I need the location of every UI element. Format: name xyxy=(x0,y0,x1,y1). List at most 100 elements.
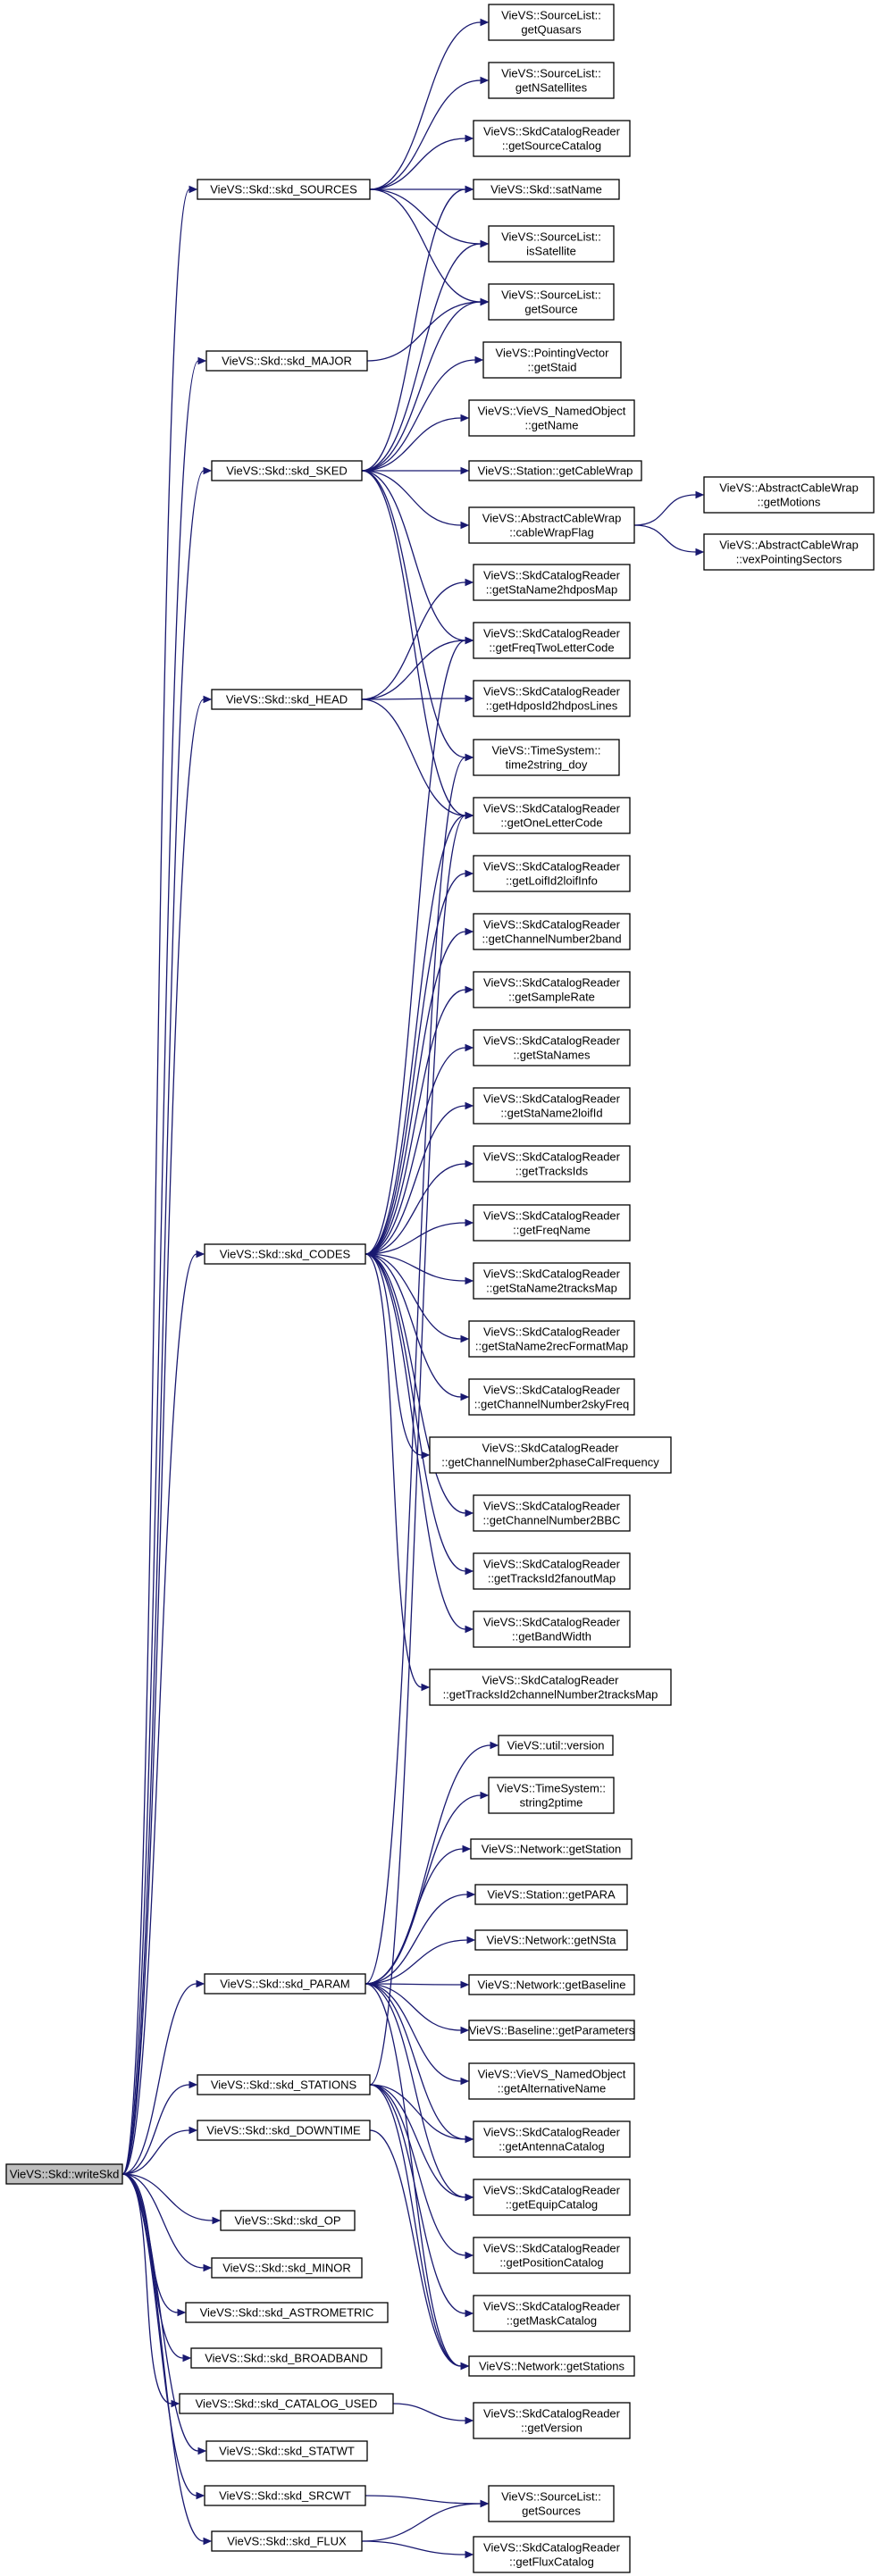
function-node-getchannelnumber2bbc[interactable]: VieVS::SkdCatalogReader::getChannelNumbe… xyxy=(473,1494,631,1532)
call-edge xyxy=(369,2084,474,2318)
function-node-getantennacatalog[interactable]: VieVS::SkdCatalogReader::getAntennaCatal… xyxy=(473,2120,631,2158)
node-label: VieVS::SkdCatalogReader xyxy=(483,1209,621,1223)
node-label: VieVS::SkdCatalogReader xyxy=(483,1616,621,1629)
function-node-skd-head[interactable]: VieVS::Skd::skd_HEAD xyxy=(211,689,363,710)
function-node-vexpointingsectors[interactable]: VieVS::AbstractCableWrap::vexPointingSec… xyxy=(703,533,875,571)
function-node-getequipcatalog[interactable]: VieVS::SkdCatalogReader::getEquipCatalog xyxy=(473,2179,631,2216)
function-node-getstaname2recformatmap[interactable]: VieVS::SkdCatalogReader::getStaName2recF… xyxy=(468,1320,635,1358)
function-node-getparameters[interactable]: VieVS::Baseline::getParameters xyxy=(468,2020,635,2041)
function-node-getloifid2loifinfo[interactable]: VieVS::SkdCatalogReader::getLoifId2loifI… xyxy=(473,855,631,892)
node-label: ::getStaid xyxy=(528,361,577,374)
node-label: VieVS::SkdCatalogReader xyxy=(482,1442,620,1455)
function-node-getquasars[interactable]: VieVS::SourceList::getQuasars xyxy=(488,4,615,41)
function-node-skd-catalog-used[interactable]: VieVS::Skd::skd_CATALOG_USED xyxy=(179,2393,394,2414)
node-label: VieVS::util::version xyxy=(507,1739,605,1752)
function-node-getfreqname[interactable]: VieVS::SkdCatalogReader::getFreqName xyxy=(473,1204,631,1242)
function-node-getonelettercode[interactable]: VieVS::SkdCatalogReader::getOneLetterCod… xyxy=(473,797,631,834)
function-node-getsourcecatalog[interactable]: VieVS::SkdCatalogReader::getSourceCatalo… xyxy=(473,120,631,157)
function-node-getalternativename[interactable]: VieVS::VieVS_NamedObject::getAlternative… xyxy=(468,2062,635,2100)
function-node-skd-minor[interactable]: VieVS::Skd::skd_MINOR xyxy=(211,2257,363,2279)
function-node-gettracksid2channelnumber2tracksmap[interactable]: VieVS::SkdCatalogReader::getTracksId2cha… xyxy=(429,1669,672,1706)
node-box xyxy=(473,2536,631,2573)
function-node-skd-param[interactable]: VieVS::Skd::skd_PARAM xyxy=(204,1973,366,1995)
node-box xyxy=(468,2355,635,2377)
function-node-getchannelnumber2skyfreq[interactable]: VieVS::SkdCatalogReader::getChannelNumbe… xyxy=(468,1378,635,1416)
function-node-skd-astrometric[interactable]: VieVS::Skd::skd_ASTROMETRIC xyxy=(185,2302,389,2323)
function-node-gethdposid2hdposlines[interactable]: VieVS::SkdCatalogReader::getHdposId2hdpo… xyxy=(473,680,631,717)
function-node-skd-broadband[interactable]: VieVS::Skd::skd_BROADBAND xyxy=(190,2347,382,2369)
function-node-getcablewrap[interactable]: VieVS::Station::getCableWrap xyxy=(468,460,642,481)
function-node-skd-srcwt[interactable]: VieVS::Skd::skd_SRCWT xyxy=(204,2485,366,2506)
function-node-getpositioncatalog[interactable]: VieVS::SkdCatalogReader::getPositionCata… xyxy=(473,2237,631,2274)
node-label: VieVS::AbstractCableWrap xyxy=(482,512,622,525)
function-node-getname[interactable]: VieVS::VieVS_NamedObject::getName xyxy=(468,399,635,437)
call-edge xyxy=(633,524,705,556)
function-node-gettracksids[interactable]: VieVS::SkdCatalogReader::getTracksIds xyxy=(473,1145,631,1183)
function-node-getversion[interactable]: VieVS::SkdCatalogReader::getVersion xyxy=(473,2402,631,2439)
function-node-getpara[interactable]: VieVS::Station::getPARA xyxy=(474,1884,628,1905)
function-node-getstation[interactable]: VieVS::Network::getStation xyxy=(470,1838,633,1860)
node-label: VieVS::SourceList:: xyxy=(501,9,601,22)
function-node-getstaname2hdposmap[interactable]: VieVS::SkdCatalogReader::getStaName2hdpo… xyxy=(473,564,631,601)
function-node-getmotions[interactable]: VieVS::AbstractCableWrap::getMotions xyxy=(703,476,875,514)
function-node-skd-codes[interactable]: VieVS::Skd::skd_CODES xyxy=(204,1243,366,1265)
function-node-skd-statwt[interactable]: VieVS::Skd::skd_STATWT xyxy=(205,2440,368,2462)
function-node-getchannelnumber2band[interactable]: VieVS::SkdCatalogReader::getChannelNumbe… xyxy=(473,913,631,950)
call-edge xyxy=(361,698,474,820)
function-node-getsources[interactable]: VieVS::SourceList::getSources xyxy=(488,2485,615,2522)
function-node-skd-op[interactable]: VieVS::Skd::skd_OP xyxy=(220,2210,356,2231)
function-node-issatellite[interactable]: VieVS::SourceList::isSatellite xyxy=(488,225,615,263)
node-box xyxy=(473,1087,631,1125)
node-label: VieVS::Skd::skd_STATWT xyxy=(219,2445,355,2458)
function-node-cablewrapflag[interactable]: VieVS::AbstractCableWrap::cableWrapFlag xyxy=(468,506,635,544)
function-node-getsamplerate[interactable]: VieVS::SkdCatalogReader::getSampleRate xyxy=(473,971,631,1008)
call-edge xyxy=(369,811,474,2086)
node-label: VieVS::SkdCatalogReader xyxy=(483,685,621,698)
node-label: ::getChannelNumber2band xyxy=(482,933,621,946)
function-node-getsource[interactable]: VieVS::SourceList::getSource xyxy=(488,283,615,321)
function-node-getfluxcatalog[interactable]: VieVS::SkdCatalogReader::getFluxCatalog xyxy=(473,2536,631,2573)
node-box xyxy=(468,1378,635,1416)
node-box xyxy=(703,476,875,514)
node-box xyxy=(473,797,631,834)
function-node-version[interactable]: VieVS::util::version xyxy=(498,1735,614,1756)
function-node-string2ptime[interactable]: VieVS::TimeSystem::string2ptime xyxy=(488,1777,615,1814)
function-node-gettracksid2fanoutmap[interactable]: VieVS::SkdCatalogReader::getTracksId2fan… xyxy=(473,1552,631,1590)
function-node-satname[interactable]: VieVS::Skd::satName xyxy=(473,179,620,200)
node-label: VieVS::SkdCatalogReader xyxy=(483,627,621,640)
node-label: VieVS::SkdCatalogReader xyxy=(483,2541,621,2555)
function-node-skd-flux[interactable]: VieVS::Skd::skd_FLUX xyxy=(211,2530,363,2552)
call-edge xyxy=(365,1791,490,1985)
node-box xyxy=(220,2210,356,2231)
function-node-skd-sked[interactable]: VieVS::Skd::skd_SKED xyxy=(211,460,363,481)
node-box xyxy=(5,2163,123,2185)
function-node-getfreqtwolettercode[interactable]: VieVS::SkdCatalogReader::getFreqTwoLette… xyxy=(473,622,631,659)
node-box xyxy=(473,1494,631,1532)
function-node-writeskd[interactable]: VieVS::Skd::writeSkd xyxy=(5,2163,123,2185)
function-node-getbandwidth[interactable]: VieVS::SkdCatalogReader::getBandWidth xyxy=(473,1610,631,1648)
node-box xyxy=(468,2020,635,2041)
function-node-skd-downtime[interactable]: VieVS::Skd::skd_DOWNTIME xyxy=(197,2120,371,2141)
function-node-getstaid[interactable]: VieVS::PointingVector::getStaid xyxy=(482,341,622,379)
function-node-time2string-doy[interactable]: VieVS::TimeSystem::time2string_doy xyxy=(473,739,620,776)
call-edge xyxy=(365,1890,476,1985)
function-node-getstations[interactable]: VieVS::Network::getStations xyxy=(468,2355,635,2377)
call-edge xyxy=(361,185,474,472)
call-edge xyxy=(122,2173,213,2272)
function-node-getnsta[interactable]: VieVS::Network::getNSta xyxy=(474,1929,628,1951)
node-box xyxy=(488,1777,615,1814)
node-label: VieVS::Station::getCableWrap xyxy=(478,464,633,478)
function-node-getstaname2loifid[interactable]: VieVS::SkdCatalogReader::getStaName2loif… xyxy=(473,1087,631,1125)
call-edge xyxy=(365,985,474,1255)
function-node-getstanames[interactable]: VieVS::SkdCatalogReader::getStaNames xyxy=(473,1029,631,1066)
function-node-getbaseline[interactable]: VieVS::Network::getBaseline xyxy=(468,1974,635,1995)
function-node-getstaname2tracksmap[interactable]: VieVS::SkdCatalogReader::getStaName2trac… xyxy=(473,1262,631,1300)
function-node-skd-sources[interactable]: VieVS::Skd::skd_SOURCES xyxy=(197,179,371,200)
function-node-skd-stations[interactable]: VieVS::Skd::skd_STATIONS xyxy=(197,2074,371,2095)
function-node-getmaskcatalog[interactable]: VieVS::SkdCatalogReader::getMaskCatalog xyxy=(473,2295,631,2332)
node-box xyxy=(468,2062,635,2100)
function-node-skd-major[interactable]: VieVS::Skd::skd_MAJOR xyxy=(205,350,368,372)
function-node-getnsatellites[interactable]: VieVS::SourceList::getNSatellites xyxy=(488,62,615,99)
function-node-getchannelnumber2phasecalfrequency[interactable]: VieVS::SkdCatalogReader::getChannelNumbe… xyxy=(429,1436,672,1474)
